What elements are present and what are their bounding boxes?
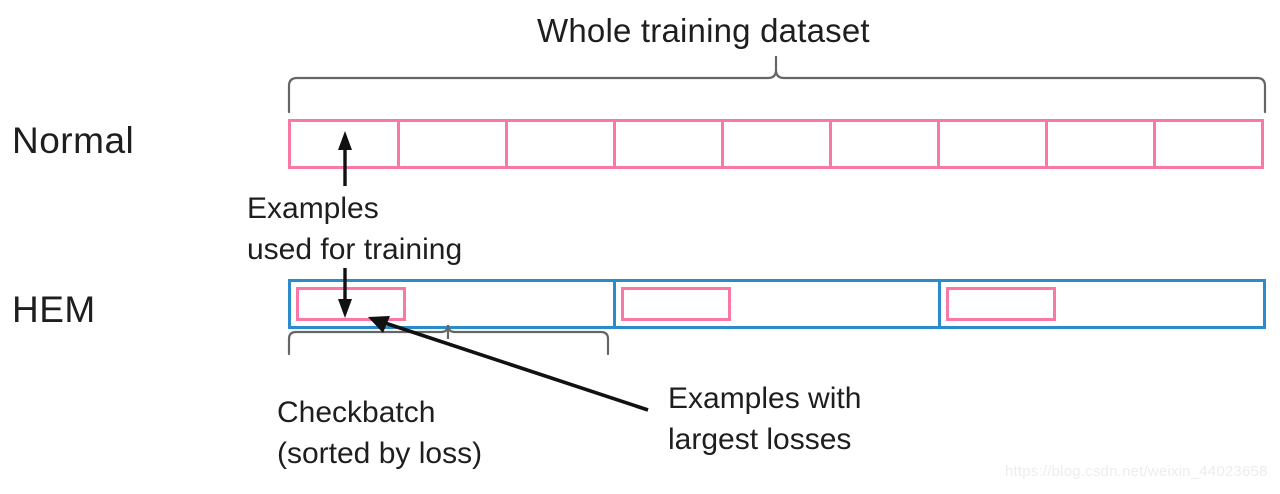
hem-hard-example-box[interactable] [946, 287, 1056, 321]
hem-hard-example-box[interactable] [621, 287, 731, 321]
note-line-1: Checkbatch [277, 396, 436, 429]
normal-cell[interactable] [397, 119, 508, 169]
hem-checkbatch[interactable] [288, 279, 616, 329]
hem-hard-example-box[interactable] [296, 287, 406, 321]
note-line-2: (sorted by loss) [277, 437, 483, 471]
note-line-2: used for training [247, 233, 463, 267]
page-title: Whole training dataset [537, 12, 870, 49]
row-label-hem: HEM [12, 289, 96, 330]
note-line-2: largest losses [668, 423, 852, 457]
checkbatch-brace-icon [287, 324, 610, 356]
row-label-normal: Normal [12, 120, 135, 161]
hem-row-strip [288, 279, 1266, 329]
note-largest-losses: Examples with largest losses [668, 378, 861, 461]
normal-cell[interactable] [937, 119, 1048, 169]
hem-checkbatch[interactable] [938, 279, 1266, 329]
normal-cell[interactable] [829, 119, 940, 169]
top-brace-icon [287, 56, 1267, 114]
note-checkbatch: Checkbatch (sorted by loss) [277, 392, 482, 475]
note-line-1: Examples with [668, 382, 862, 415]
note-line-1: Examples [247, 192, 379, 225]
note-examples-used-for-training: Examples used for training [247, 188, 462, 271]
hem-checkbatch[interactable] [613, 279, 941, 329]
normal-cell[interactable] [1045, 119, 1156, 169]
normal-cell[interactable] [1153, 119, 1264, 169]
normal-row-strip [288, 119, 1266, 169]
normal-cell[interactable] [288, 119, 400, 169]
normal-cell[interactable] [721, 119, 832, 169]
normal-cell[interactable] [505, 119, 616, 169]
watermark-text: https://blog.csdn.net/weixin_44023658 [1005, 463, 1268, 480]
normal-cell[interactable] [613, 119, 724, 169]
